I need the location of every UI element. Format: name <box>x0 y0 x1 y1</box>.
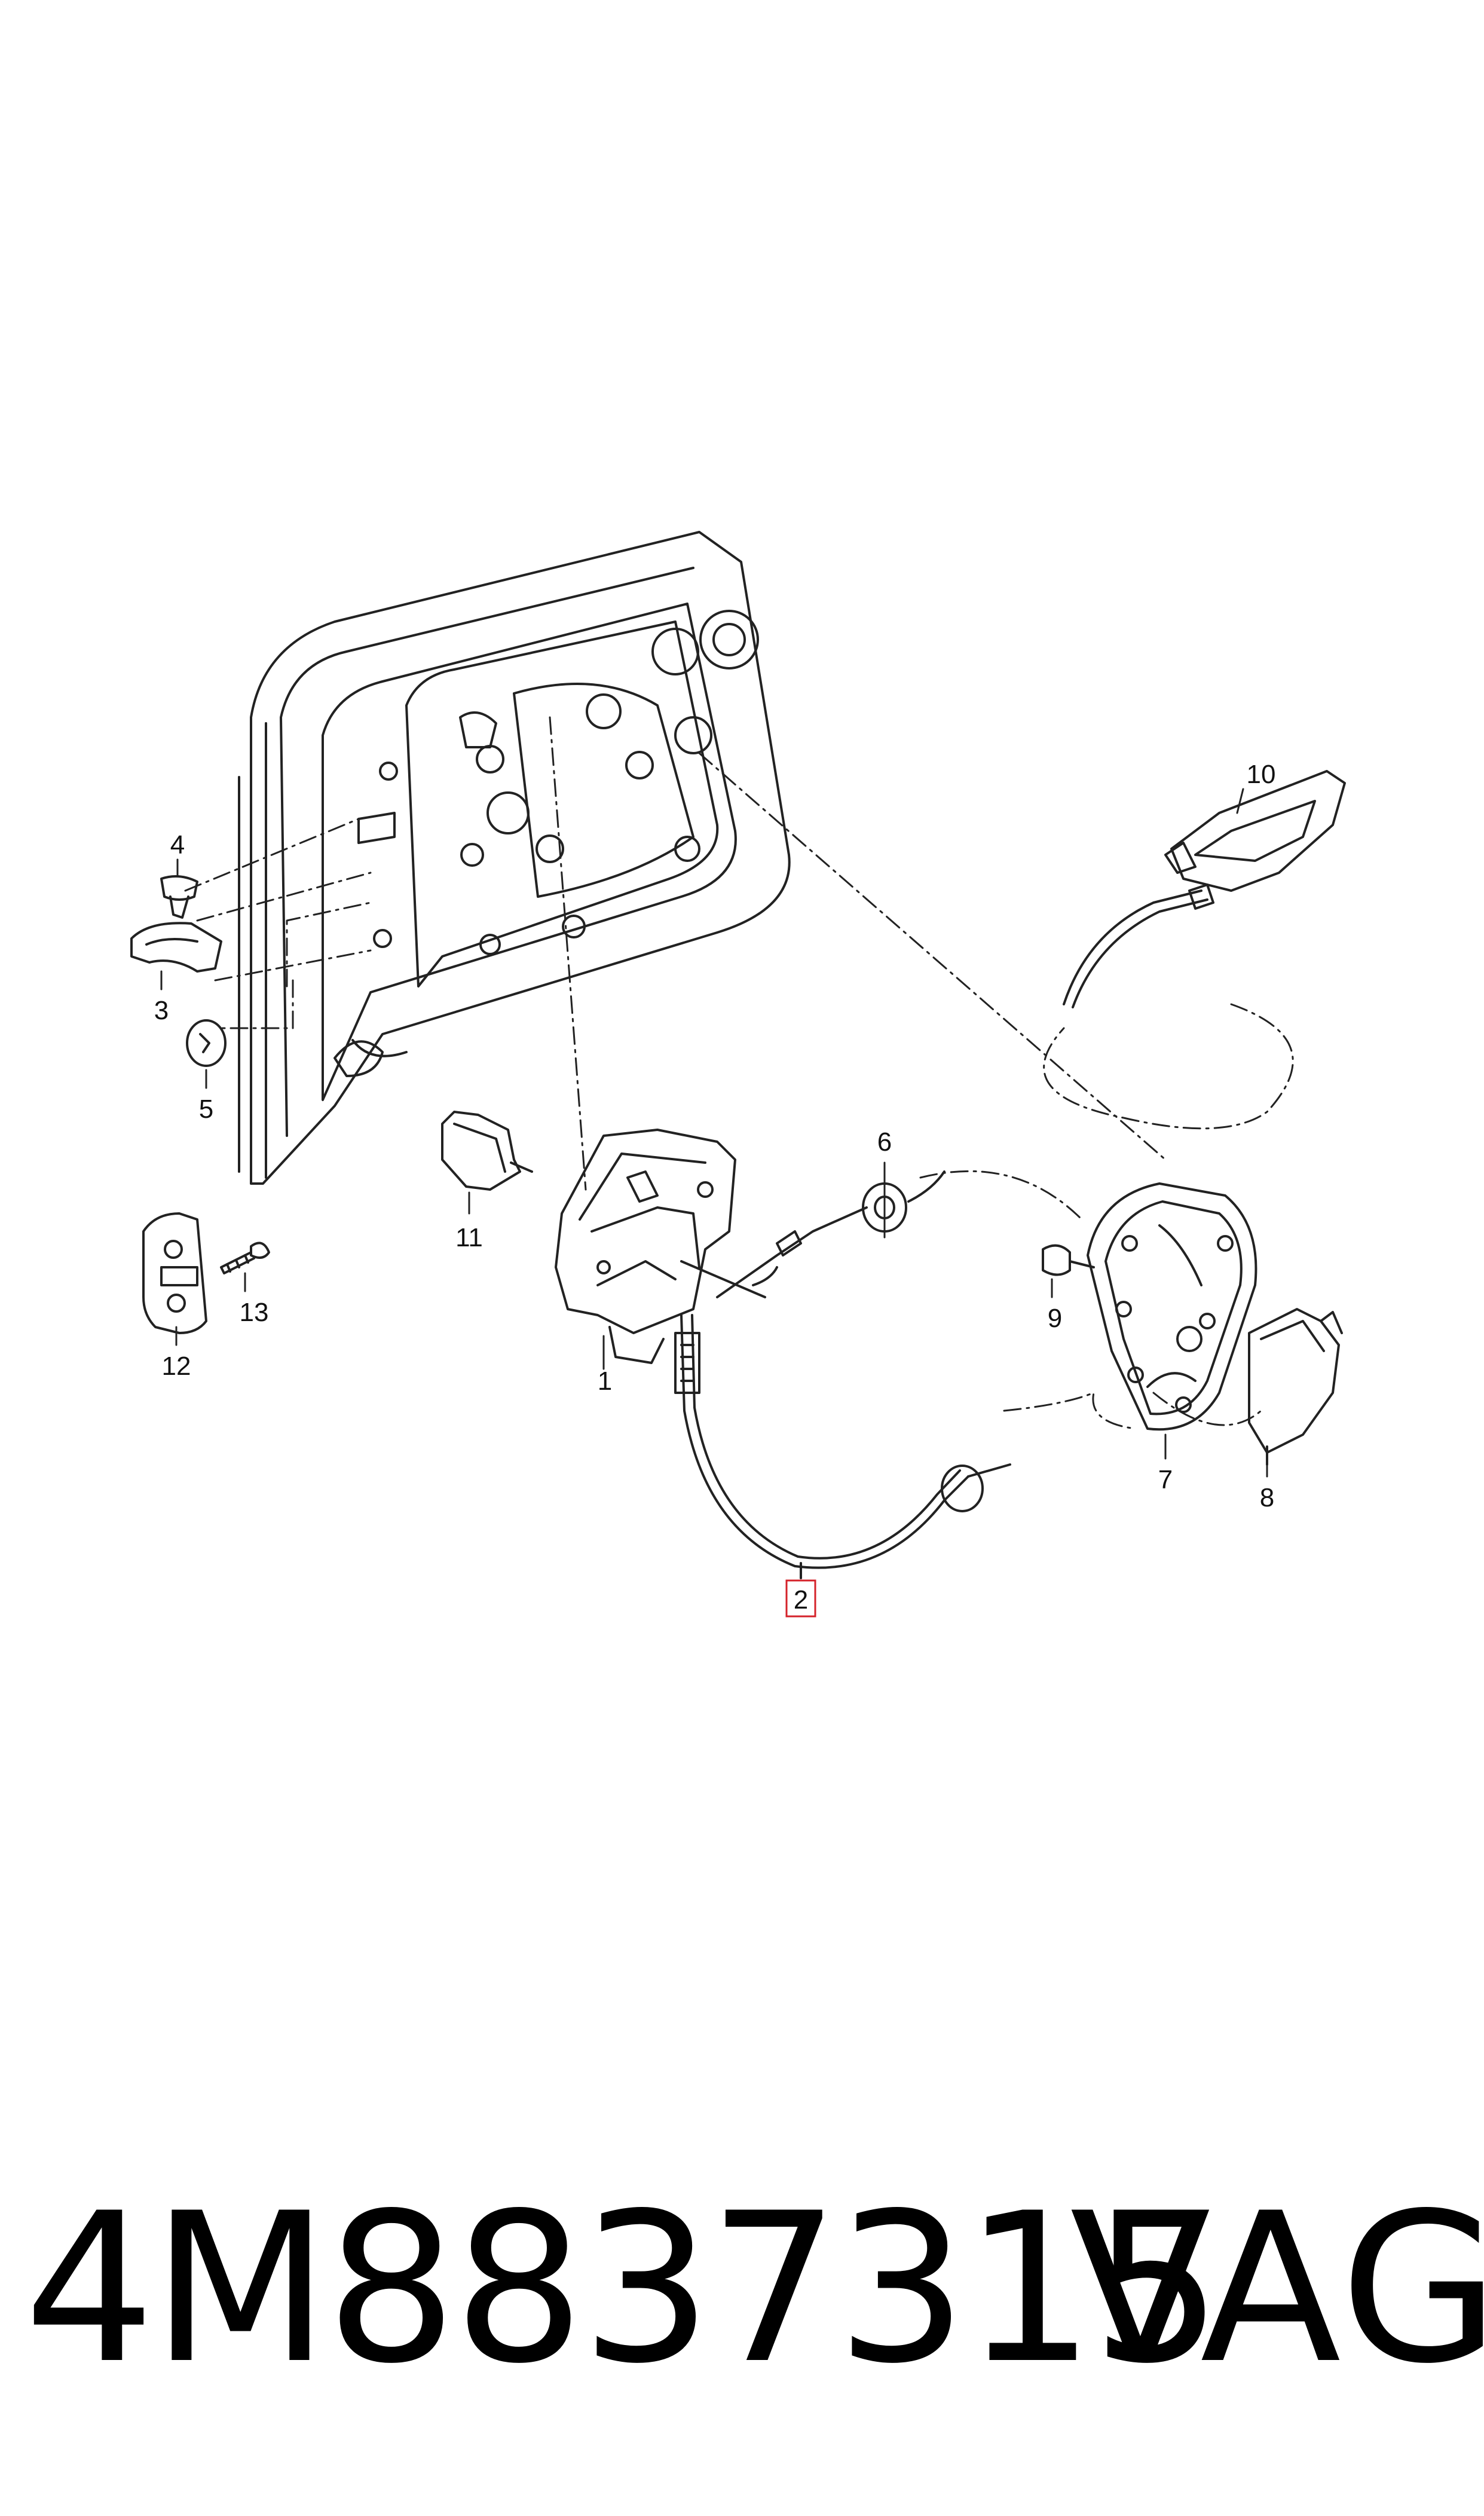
part-cover <box>441 1111 533 1191</box>
part-screw <box>160 875 198 919</box>
door-inner-panel <box>238 531 791 1185</box>
callout-13: 13 <box>240 1298 269 1327</box>
callout-10: 10 <box>1247 760 1276 789</box>
part-caption: 4M8837315 VAG <box>0 2176 1484 2403</box>
callout-12: 12 <box>162 1352 191 1381</box>
callout-2: 2 <box>794 1585 808 1615</box>
part-inner-handle <box>1063 770 1346 1008</box>
part-bolt <box>220 1242 270 1274</box>
callout-labels: 1 2 3 4 5 6 7 8 9 10 11 12 13 <box>154 760 1276 1618</box>
part-cap <box>186 1019 227 1067</box>
part-bowden-cable <box>674 1314 1011 1579</box>
callout-1: 1 <box>598 1366 612 1396</box>
callout-ticks <box>160 788 1268 1478</box>
callout-9: 9 <box>1048 1304 1062 1333</box>
callout-3: 3 <box>154 996 169 1025</box>
manufacturer: VAG <box>1070 2169 1484 2409</box>
callout-5: 5 <box>199 1095 213 1124</box>
callout-11: 11 <box>455 1223 483 1252</box>
part-striker-plate <box>142 1212 207 1334</box>
leader-lines <box>184 716 1294 1430</box>
part-stud <box>1042 1244 1095 1276</box>
callout-8: 8 <box>1260 1483 1274 1512</box>
callout-6: 6 <box>877 1127 892 1157</box>
part-cable-grommet <box>716 1170 946 1298</box>
part-bracket <box>130 922 222 973</box>
callout-7: 7 <box>1158 1465 1173 1494</box>
callout-2-highlight-box <box>785 1579 816 1618</box>
part-connector <box>1248 1308 1343 1466</box>
callout-4: 4 <box>170 830 185 860</box>
part-number: 4M8837315 <box>24 2169 1223 2409</box>
part-door-lock <box>555 1129 778 1364</box>
part-housing-plate <box>1087 1182 1257 1431</box>
